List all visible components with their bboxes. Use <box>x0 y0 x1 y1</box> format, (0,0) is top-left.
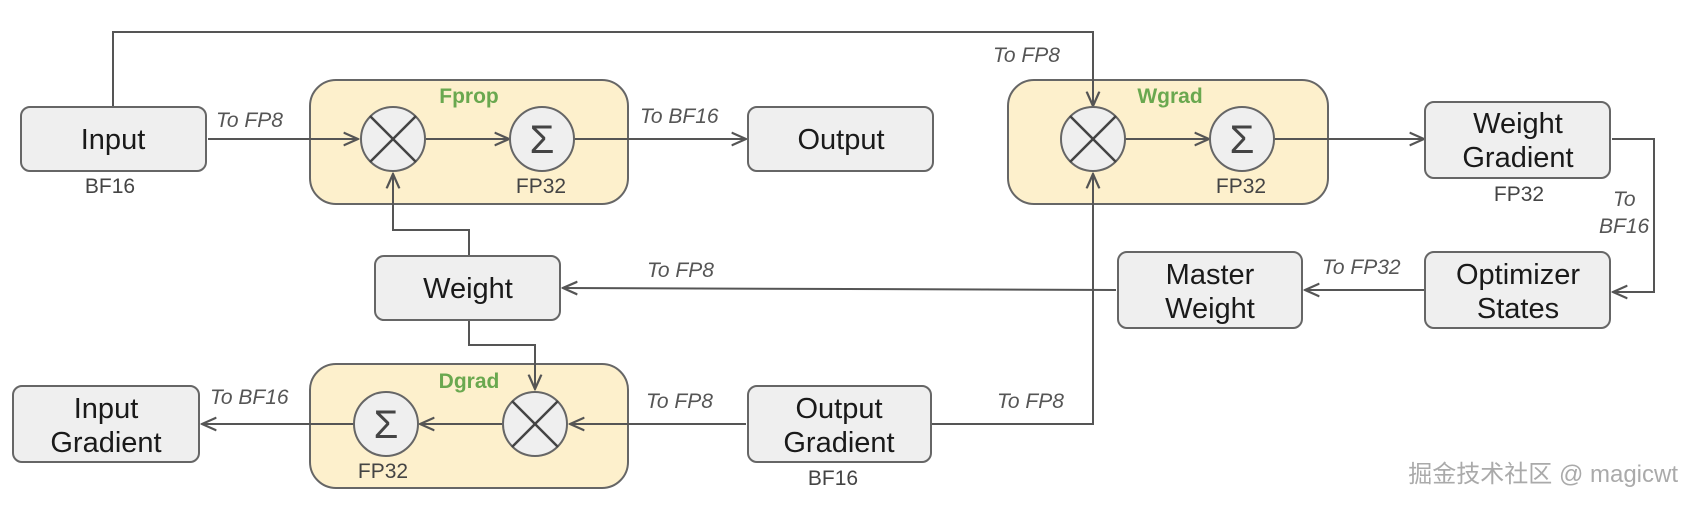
weight-gradient-label-line2: Gradient <box>1462 142 1573 174</box>
output-node: Output <box>747 106 934 172</box>
edge-label-wgrad-grad-to-optimizer-line2: BF16 <box>1599 215 1650 238</box>
edge-weight-to-dgrad <box>468 321 535 389</box>
wgrad-sum-symbol: Σ <box>1230 118 1255 162</box>
optimizer-states-node: Optimizer States <box>1424 251 1611 329</box>
edge-label-fprop-to-output: To BF16 <box>640 105 719 128</box>
weight-gradient-label-line1: Weight <box>1473 108 1563 140</box>
dgrad-title: Dgrad <box>439 370 500 393</box>
edge-outgrad-to-wgrad <box>932 174 1093 425</box>
master-weight-label-line2: Weight <box>1165 293 1255 325</box>
weight-node: Weight <box>374 255 561 321</box>
output-gradient-dtype: BF16 <box>808 467 858 490</box>
edge-master-to-weight <box>563 288 1117 290</box>
optimizer-states-label-line2: States <box>1477 293 1559 325</box>
wgrad-sum-dtype: FP32 <box>1216 175 1266 198</box>
input-label: Input <box>81 124 146 156</box>
weight-label: Weight <box>423 273 513 305</box>
edge-weight-to-fprop <box>393 174 470 256</box>
weight-gradient-node: Weight Gradient <box>1424 101 1611 179</box>
fprop-sum-dtype: FP32 <box>516 175 566 198</box>
output-gradient-label-line1: Output <box>795 393 882 425</box>
wgrad-sum-node: Σ <box>1209 106 1275 172</box>
wgrad-multiply-node <box>1060 106 1126 172</box>
edge-weight-gradient-to-optimizer <box>1612 138 1655 292</box>
fprop-multiply-node <box>360 106 426 172</box>
edge-label-outgrad-to-wgrad: To FP8 <box>997 390 1064 413</box>
fprop-sum-symbol: Σ <box>530 118 555 162</box>
dgrad-multiply-node <box>502 391 568 457</box>
edge-label-master-to-weight: To FP8 <box>647 259 714 282</box>
edge-label-wgrad-grad-to-optimizer-line1: To <box>1613 188 1636 211</box>
fprop-group: Fprop <box>309 79 629 205</box>
weight-gradient-dtype: FP32 <box>1494 183 1544 206</box>
output-gradient-label-line2: Gradient <box>783 427 894 459</box>
fprop-title: Fprop <box>439 85 498 108</box>
edge-label-dgrad-to-input-gradient: To BF16 <box>210 386 289 409</box>
dgrad-sum-symbol: Σ <box>374 403 399 447</box>
input-dtype: BF16 <box>85 175 135 198</box>
edge-label-input-to-wgrad: To FP8 <box>993 44 1060 67</box>
fprop-sum-node: Σ <box>509 106 575 172</box>
optimizer-states-label-line1: Optimizer <box>1456 259 1580 291</box>
input-node: Input <box>20 106 207 172</box>
output-gradient-node: Output Gradient <box>747 385 932 463</box>
dgrad-sum-dtype: FP32 <box>358 460 408 483</box>
edge-label-input-to-fprop: To FP8 <box>216 109 283 132</box>
wgrad-group: Wgrad <box>1007 79 1329 205</box>
output-label: Output <box>797 124 884 156</box>
wgrad-title: Wgrad <box>1137 85 1202 108</box>
input-gradient-label-line1: Input <box>74 393 139 425</box>
input-gradient-node: Input Gradient <box>12 385 200 463</box>
edge-label-outgrad-to-dgrad: To FP8 <box>646 390 713 413</box>
watermark: 掘金技术社区 @ magicwt <box>1408 461 1678 488</box>
dgrad-sum-node: Σ <box>353 391 419 457</box>
master-weight-label-line1: Master <box>1166 259 1255 291</box>
master-weight-node: Master Weight <box>1117 251 1303 329</box>
edge-label-optimizer-to-master: To FP32 <box>1322 256 1401 279</box>
input-gradient-label-line2: Gradient <box>50 427 161 459</box>
edge-input-to-wgrad <box>112 31 1093 107</box>
